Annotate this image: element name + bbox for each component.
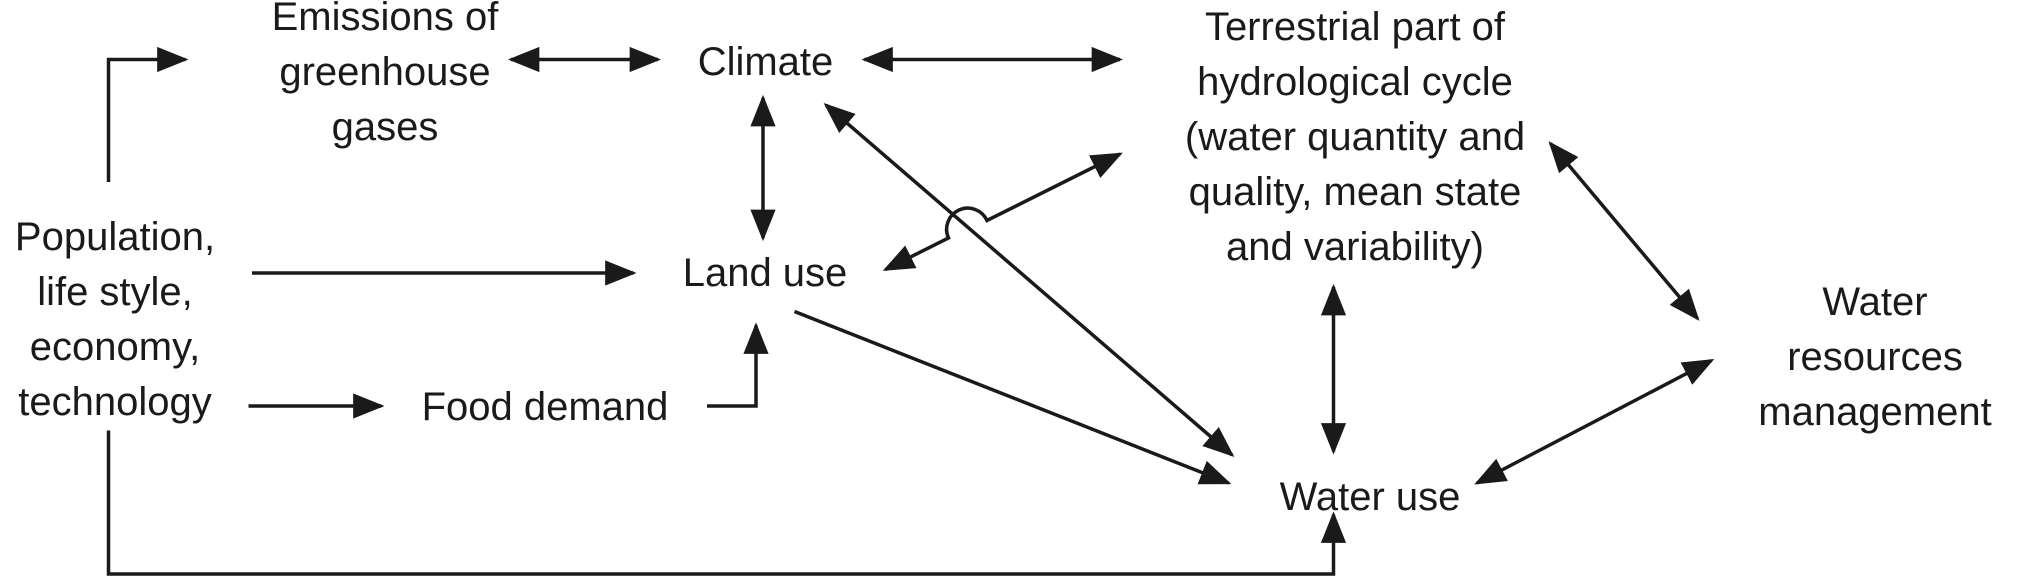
node-emissions: Emissions of greenhouse gases [271,0,499,149]
arrow-climate-wateruse [823,102,1235,458]
node-water-resources: Water resources management [1758,280,1992,434]
node-land-use: Land use [682,251,848,295]
arrow-population-wateruse [106,430,1347,576]
node-terrestrial: Terrestrial part of hydrological cycle (… [1184,5,1526,269]
node-population: Population, life style, economy, technol… [14,215,216,424]
arrow-wateruse-waterresources [1474,358,1715,485]
arrow-population-emissions [106,46,189,182]
node-climate: Climate [697,40,834,84]
arrow-terrestrial-waterresources [1548,141,1700,321]
node-water-use: Water use [1279,475,1461,519]
arrow-landuse-terrestrial [882,152,1123,272]
arrow-landuse-wateruse [793,309,1232,485]
node-food-demand: Food demand [421,385,669,429]
arrow-fooddemand-landuse [707,322,769,408]
